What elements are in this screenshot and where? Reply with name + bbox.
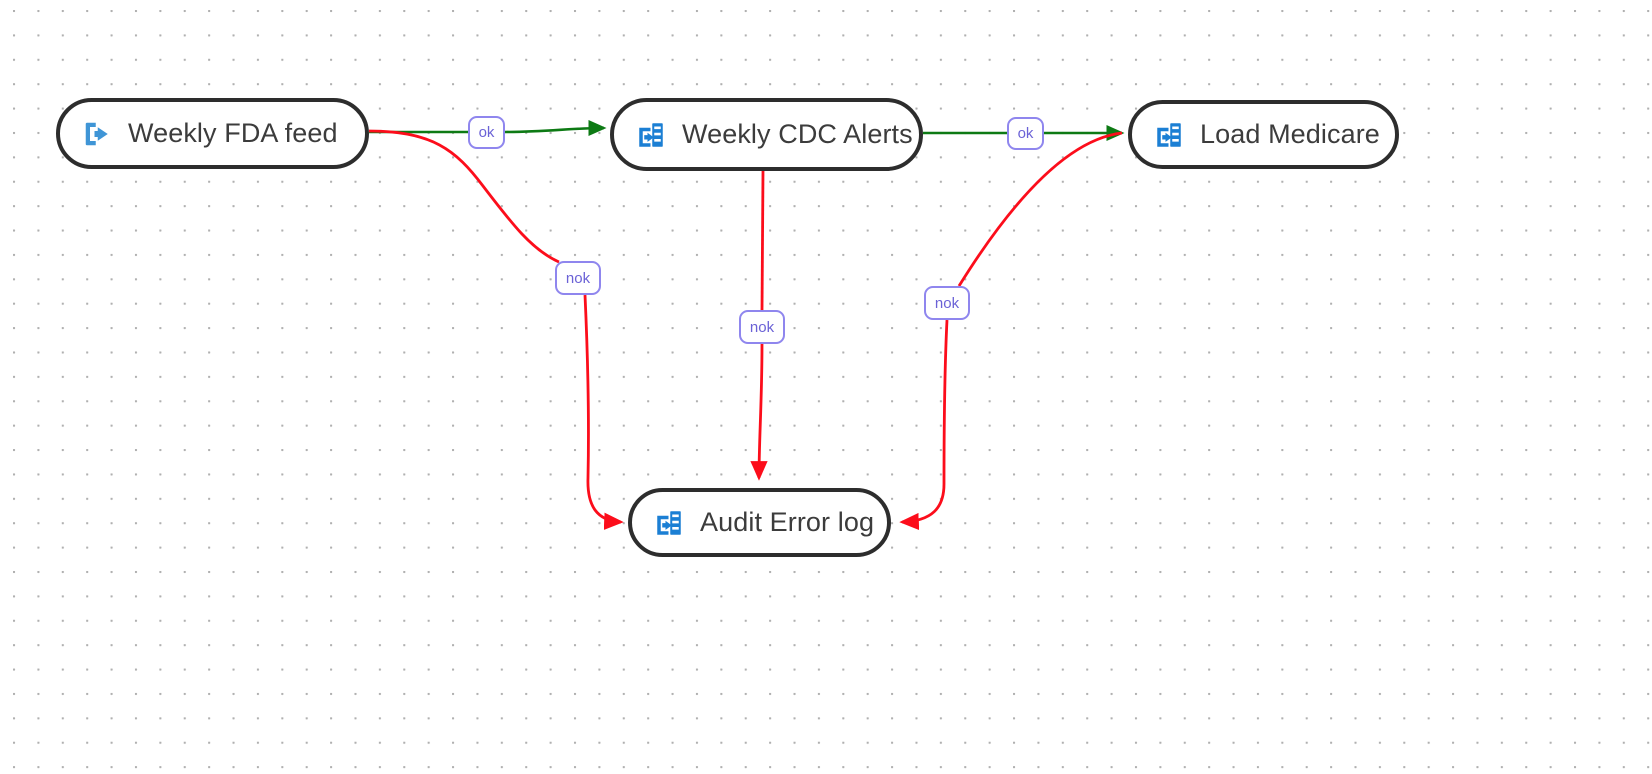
- node-label: Weekly CDC Alerts: [682, 119, 913, 149]
- import-list-icon: [639, 122, 663, 147]
- node-label: Load Medicare: [1200, 119, 1380, 149]
- edge-label-cdc-nok-audit[interactable]: nok: [739, 310, 785, 344]
- edge-label-fda-nok-audit[interactable]: nok: [555, 261, 601, 295]
- node-load-medicare[interactable]: Load Medicare: [1128, 100, 1399, 169]
- edge-label-cdc-ok-medicare[interactable]: ok: [1007, 117, 1044, 150]
- edge-label-fda-ok-cdc[interactable]: ok: [468, 116, 505, 149]
- node-weekly-fda-feed[interactable]: Weekly FDA feed: [56, 98, 369, 169]
- import-list-icon: [657, 510, 681, 535]
- node-label: Audit Error log: [700, 507, 875, 537]
- edge-fda-nok-audit: [368, 129, 624, 530]
- edge-label-medicare-nok-audit[interactable]: nok: [924, 286, 970, 320]
- node-weekly-cdc-alerts[interactable]: Weekly CDC Alerts: [610, 98, 923, 171]
- edge-medicare-nok-audit: [899, 131, 1123, 531]
- node-audit-error-log[interactable]: Audit Error log: [628, 488, 891, 557]
- import-list-icon: [1157, 122, 1181, 147]
- node-label: Weekly FDA feed: [128, 118, 338, 148]
- export-arrow-icon: [85, 122, 108, 145]
